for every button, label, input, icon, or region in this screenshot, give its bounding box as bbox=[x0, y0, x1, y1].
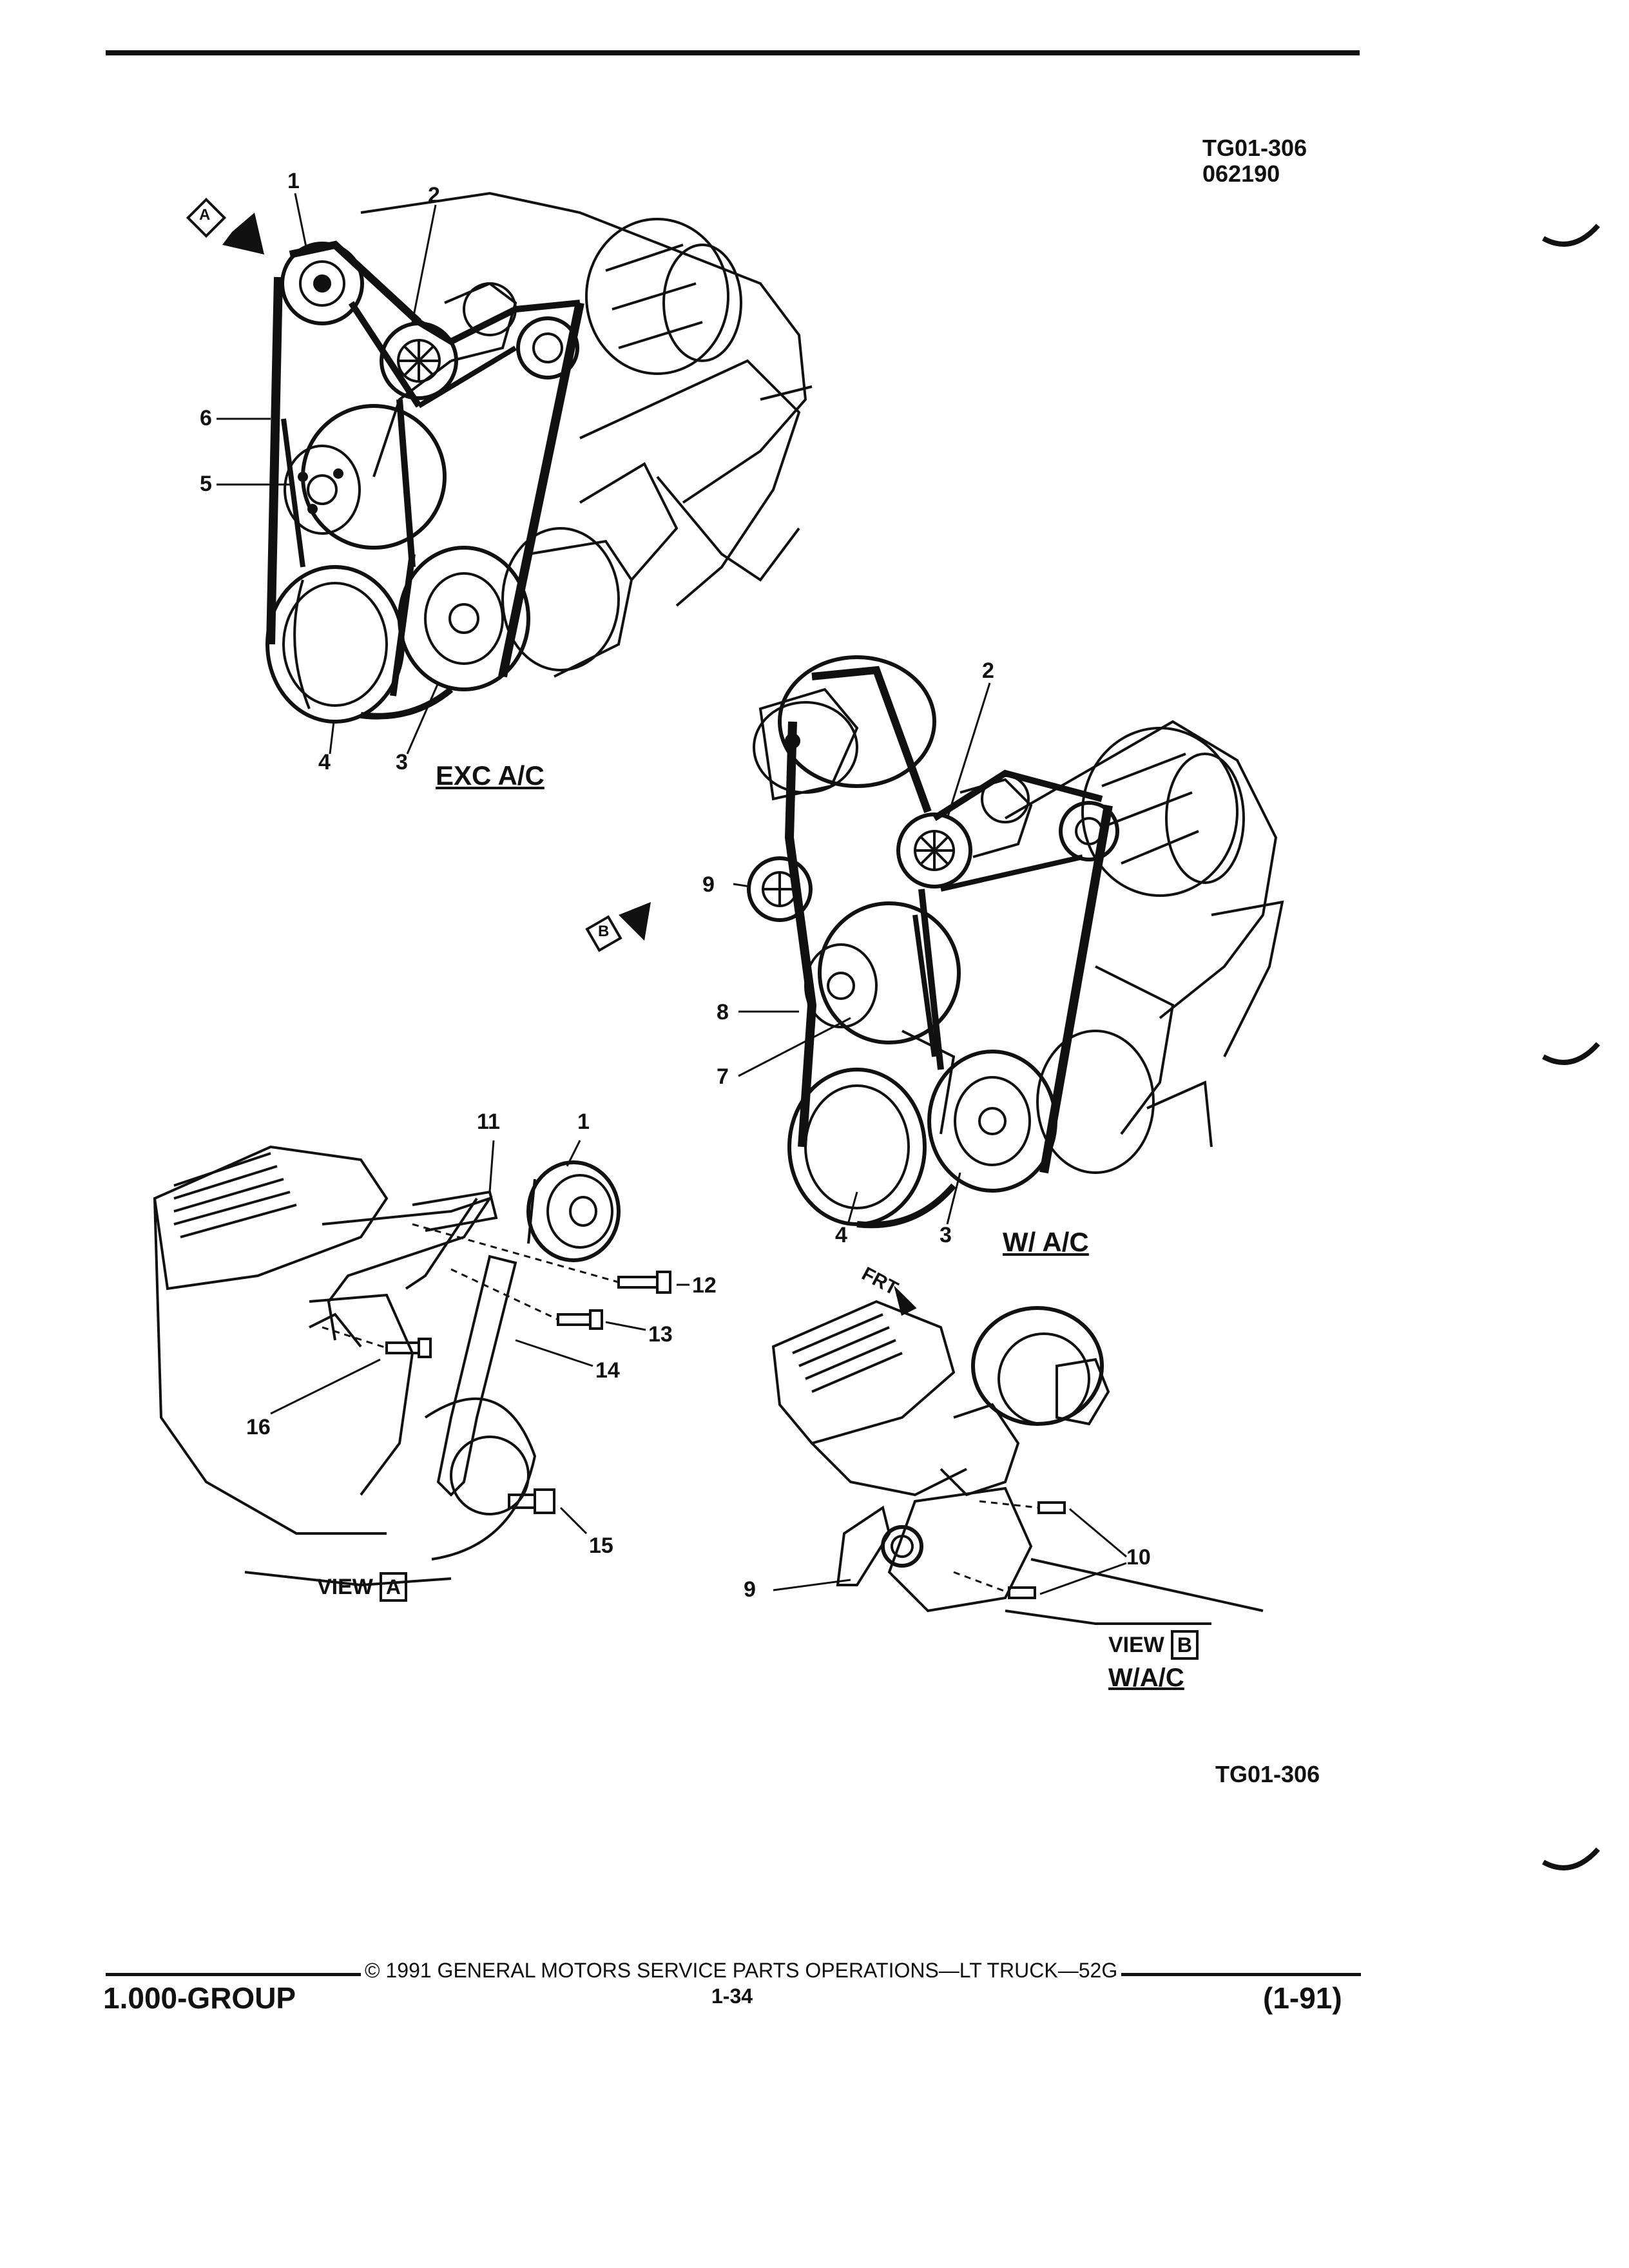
footer-rule-right bbox=[1121, 1973, 1361, 1976]
callout-5-top: 5 bbox=[200, 472, 212, 496]
caption-view-b-w-ac: W/A/C bbox=[1108, 1664, 1184, 1692]
figure-code-bottom: TG01-306 bbox=[1215, 1761, 1320, 1787]
callout-2-top: 2 bbox=[428, 183, 440, 207]
callout-2-mid: 2 bbox=[982, 658, 994, 683]
date-code: 062190 bbox=[1202, 160, 1280, 187]
callout-14: 14 bbox=[595, 1358, 620, 1383]
figure-code: TG01-306 bbox=[1202, 135, 1307, 161]
caption-exc-ac: EXC A/C bbox=[436, 760, 545, 791]
callout-9-detail: 9 bbox=[744, 1577, 756, 1602]
callout-15: 15 bbox=[589, 1533, 613, 1558]
callout-12: 12 bbox=[692, 1273, 717, 1298]
callout-3-mid: 3 bbox=[940, 1223, 952, 1247]
callout-6-top: 6 bbox=[200, 406, 212, 430]
view-a-letter: A bbox=[379, 1572, 408, 1602]
callout-1-top: 1 bbox=[287, 169, 300, 193]
footer-rule-left bbox=[106, 1973, 361, 1976]
callout-1-detail: 1 bbox=[577, 1110, 590, 1134]
caption-w-ac: W/ A/C bbox=[1003, 1227, 1089, 1257]
callout-11: 11 bbox=[477, 1110, 500, 1134]
footer-copyright: © 1991 GENERAL MOTORS SERVICE PARTS OPER… bbox=[365, 1959, 1118, 1982]
view-a-marker: A bbox=[199, 206, 211, 224]
footer-group: 1.000-GROUP bbox=[103, 1981, 296, 2015]
top-rule bbox=[106, 50, 1360, 55]
view-a-text: VIEW bbox=[317, 1575, 373, 1599]
footer-page: 1-34 bbox=[711, 1984, 753, 2008]
callout-7-mid: 7 bbox=[717, 1064, 729, 1089]
view-b-text: VIEW bbox=[1108, 1633, 1164, 1657]
view-b-marker: B bbox=[598, 923, 610, 940]
callout-9-mid: 9 bbox=[702, 872, 715, 897]
callout-13: 13 bbox=[648, 1322, 673, 1347]
callout-3-top: 3 bbox=[396, 750, 408, 774]
callout-10: 10 bbox=[1126, 1545, 1151, 1570]
view-b-letter: B bbox=[1170, 1630, 1199, 1660]
footer-revision: (1-91) bbox=[1263, 1981, 1342, 2015]
callout-8-mid: 8 bbox=[717, 1000, 729, 1024]
callout-4-mid: 4 bbox=[835, 1223, 847, 1247]
callout-4-top: 4 bbox=[318, 750, 331, 774]
callout-16: 16 bbox=[246, 1415, 271, 1439]
